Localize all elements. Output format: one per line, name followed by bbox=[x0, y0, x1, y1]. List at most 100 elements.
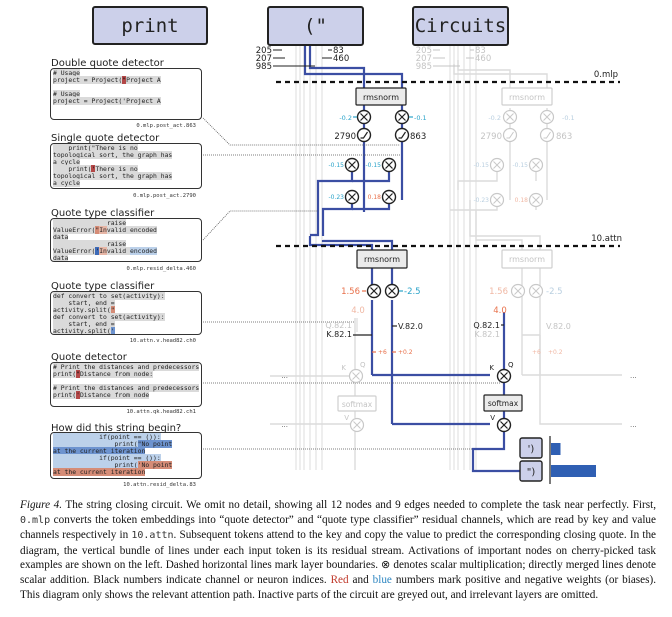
panel-title: Quote type classifier bbox=[51, 281, 155, 292]
svg-text:+0.2: +0.2 bbox=[398, 349, 413, 356]
channel-label: 205 bbox=[256, 46, 272, 56]
example-line: at the current iteration bbox=[53, 447, 199, 455]
rmsnorm-node-mlp bbox=[355, 87, 407, 106]
token-text: valid bbox=[106, 247, 130, 255]
svg-text:+6: +6 bbox=[378, 349, 387, 356]
input-token-circuits: Circuits bbox=[412, 6, 509, 46]
token-text: # Usage bbox=[53, 69, 80, 77]
svg-text:-2.5: -2.5 bbox=[546, 287, 563, 297]
token-text: Distance from node bbox=[79, 391, 150, 399]
multiply-icon bbox=[496, 368, 512, 384]
example-line: project = Project('Project A bbox=[53, 97, 199, 105]
svg-text:Q.82.1: Q.82.1 bbox=[473, 321, 500, 330]
token-text: a cycle bbox=[53, 179, 80, 187]
highlighted-token: print( bbox=[53, 440, 138, 448]
example-line: activity.split(" bbox=[53, 306, 199, 314]
svg-text:-2.5: -2.5 bbox=[404, 287, 421, 297]
example-line: data bbox=[53, 233, 199, 241]
svg-text:Q: Q bbox=[508, 361, 514, 369]
svg-text:0.18: 0.18 bbox=[368, 194, 382, 201]
example-line: print("There is no bbox=[53, 144, 199, 152]
logit-bar-double-quote bbox=[551, 465, 596, 477]
token-text: project = Project( bbox=[53, 76, 123, 84]
svg-text:-0.1: -0.1 bbox=[562, 114, 575, 122]
panel-connectors bbox=[202, 117, 500, 450]
example-line: start, end = bbox=[53, 320, 199, 328]
multiply-icon bbox=[384, 283, 400, 299]
channel-label: 207 bbox=[256, 54, 272, 64]
svg-text:V: V bbox=[490, 414, 495, 422]
logit-bar-single-quote bbox=[551, 443, 561, 455]
multiply-icon bbox=[356, 109, 372, 125]
caption-mono-text: 0.mlp bbox=[20, 514, 51, 526]
example-line: if(point == ()): bbox=[53, 454, 199, 462]
token-text: a cycle bbox=[53, 158, 80, 166]
rmsnorm-node-attn-inactive bbox=[501, 249, 553, 269]
svg-text:863: 863 bbox=[410, 132, 426, 142]
example-line: topological sort, the graph has bbox=[53, 151, 199, 159]
token-text: Project A bbox=[126, 76, 161, 84]
channel-label: 460 bbox=[333, 54, 349, 64]
svg-text:460: 460 bbox=[475, 54, 491, 64]
svg-text:softmax: softmax bbox=[488, 399, 519, 408]
highlighted-token: if(point == ()): bbox=[53, 433, 161, 441]
svg-text:0.18: 0.18 bbox=[515, 197, 529, 204]
highlighted-token: " bbox=[122, 76, 127, 84]
panel-node-label: 10.attn.resid_delta.83 bbox=[123, 482, 196, 488]
example-line: print('No point bbox=[53, 461, 199, 469]
highlighted-token: ' bbox=[76, 391, 80, 399]
example-line: raise bbox=[53, 240, 199, 248]
svg-text:K: K bbox=[489, 364, 494, 372]
example-line: # Usage bbox=[53, 90, 199, 98]
svg-text:V.82.0: V.82.0 bbox=[546, 322, 571, 331]
token-text: print( bbox=[53, 144, 92, 152]
svg-text:1.56: 1.56 bbox=[489, 287, 508, 297]
token-text: data bbox=[53, 233, 69, 241]
highlighted-token: " bbox=[76, 370, 80, 378]
multiply-icon bbox=[381, 189, 397, 205]
svg-text:...: ... bbox=[281, 372, 288, 380]
svg-text:-0.23: -0.23 bbox=[473, 197, 489, 204]
token-text: raise bbox=[53, 219, 127, 227]
caption-text: numbers mark positive and negative weigh… bbox=[20, 573, 656, 601]
token-text: # Print the distances and predecessors bbox=[53, 384, 200, 392]
svg-text:-0.15: -0.15 bbox=[365, 162, 381, 169]
panel-node-label: 0.mlp.resid_delta.460 bbox=[126, 266, 196, 272]
panel-title: How did this string begin? bbox=[51, 423, 182, 434]
example-line: activity.split(' bbox=[53, 327, 199, 335]
svg-text:+6: +6 bbox=[532, 349, 541, 356]
caption-text: and bbox=[348, 573, 373, 586]
token-text: start, end = bbox=[53, 299, 115, 307]
svg-text:1.56: 1.56 bbox=[341, 287, 360, 297]
highlighted-token: at the current iteration bbox=[53, 447, 146, 455]
example-line: if(point == ()): bbox=[53, 433, 199, 441]
rmsnorm-node-attn bbox=[356, 249, 408, 269]
token-text: activity.split( bbox=[53, 327, 111, 335]
output-token-single-quote bbox=[519, 437, 543, 459]
example-line: print("Distance from node: bbox=[53, 370, 199, 378]
example-line: print('There is no bbox=[53, 165, 199, 173]
svg-text:-0.1: -0.1 bbox=[414, 114, 427, 122]
panel-node-label: 10.attn.qk.head82.ch1 bbox=[126, 409, 196, 415]
activation-example-panel: # Print the distances and predecessors pr… bbox=[50, 362, 202, 407]
token-text: activity.split( bbox=[53, 306, 111, 314]
example-line: topological sort, the graph has bbox=[53, 172, 199, 180]
token-text: topological sort, the graph has bbox=[53, 172, 173, 180]
svg-text:...: ... bbox=[281, 421, 288, 429]
svg-text:K.82.1: K.82.1 bbox=[474, 330, 500, 339]
highlighted-token: print( bbox=[53, 461, 138, 469]
example-line: print("No point bbox=[53, 440, 199, 448]
activation-icon bbox=[394, 127, 410, 143]
example-line: at the current iteration bbox=[53, 468, 199, 476]
channel-label: 83 bbox=[333, 46, 344, 56]
svg-text:rmsnorm: rmsnorm bbox=[509, 93, 545, 102]
highlighted-token: encoded bbox=[129, 247, 157, 255]
layer-label-10-attn: 10.attn bbox=[591, 234, 622, 244]
caption-blue-text: blue bbox=[372, 573, 392, 586]
channel-label: 985 bbox=[256, 62, 272, 72]
svg-text:863: 863 bbox=[556, 132, 572, 142]
example-line: start, end = bbox=[53, 299, 199, 307]
activation-icon bbox=[356, 127, 372, 143]
